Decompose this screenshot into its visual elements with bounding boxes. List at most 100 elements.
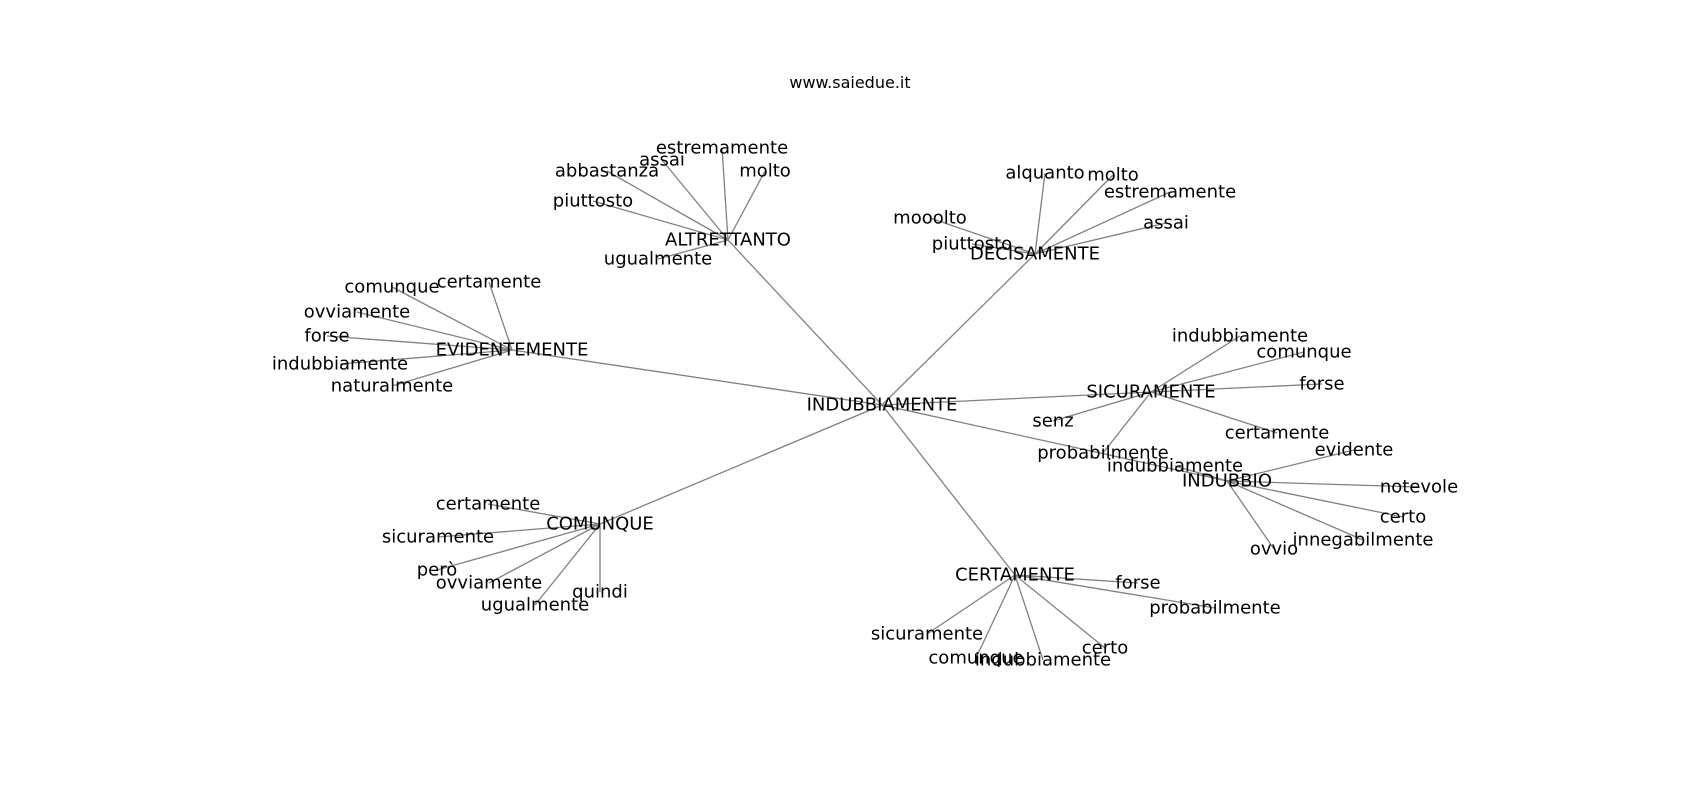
leaf-node-indubbio-0: indubbiamente [1107,456,1243,477]
leaf-node-certamente-2: sicuramente [871,624,983,645]
leaf-node-decisamente-4: piuttosto [932,234,1012,255]
leaf-node-decisamente-1: molto [1087,165,1139,186]
leaf-node-sicuramente-5: probabilmente [1037,443,1168,464]
leaf-node-altrettanto-1: assai [639,150,685,171]
edge-indubbio-leaf-0 [1174,465,1228,482]
edge-center-comunque [599,404,883,525]
hub-node-altrettanto: ALTRETTANTO [665,230,791,251]
leaf-node-evidentemente-3: forse [304,326,349,347]
edge-decisamente-leaf-4 [971,243,1036,255]
leaf-node-decisamente-0: alquanto [1005,163,1084,184]
edge-certamente-leaf-0 [1014,574,1139,584]
hub-node-indubbio: INDUBBIO [1182,471,1272,492]
leaf-node-certamente-4: indubbiamente [975,650,1111,671]
leaf-node-evidentemente-5: naturalmente [331,376,453,397]
edge-comunque-leaf-0 [487,503,601,525]
leaf-node-evidentemente-4: indubbiamente [272,354,408,375]
leaf-node-sicuramente-4: certamente [1225,423,1330,444]
edge-certamente-leaf-4 [1014,574,1044,661]
leaf-node-evidentemente-2: ovviamente [304,302,411,323]
leaf-node-decisamente-2: estremamente [1104,182,1236,203]
edge-center-decisamente [881,253,1036,406]
edge-center-altrettanto [727,239,883,406]
edge-indubbio-leaf-4 [1226,480,1364,541]
leaf-node-certamente-5: certo [1082,638,1128,659]
edge-evidentemente-leaf-2 [356,311,513,351]
leaf-node-evidentemente-0: comunque [344,277,439,298]
edge-comunque-leaf-2 [436,523,601,571]
leaf-node-altrettanto-3: molto [739,161,791,182]
edge-decisamente-leaf-5 [1034,222,1167,255]
leaf-node-certamente-3: comunque [928,648,1023,669]
leaf-node-altrettanto-2: abbastanza [555,161,659,182]
leaf-node-sicuramente-2: forse [1299,374,1344,395]
edge-altrettanto-leaf-3 [727,170,766,241]
edge-decisamente-leaf-1 [1034,174,1114,255]
edge-comunque-leaf-3 [488,523,601,584]
leaf-node-comunque-0: certamente [436,494,541,515]
edge-center-sicuramente [881,391,1152,406]
edge-certamente-leaf-1 [1014,574,1216,609]
center-node: INDUBBIAMENTE [807,395,958,416]
edge-center-indubbio [881,404,1228,482]
edge-evidentemente-leaf-4 [339,349,513,365]
leaf-node-altrettanto-4: piuttosto [553,191,633,212]
edge-decisamente-leaf-0 [1034,172,1046,255]
leaf-node-sicuramente-1: comunque [1256,342,1351,363]
graph-title: www.saiedue.it [789,73,910,92]
edge-center-certamente [881,404,1016,576]
leaf-node-comunque-4: ugualmente [481,595,589,616]
edge-indubbio-leaf-1 [1226,449,1355,482]
edge-sicuramente-leaf-4 [1150,391,1278,434]
edge-sicuramente-leaf-0 [1150,335,1241,393]
leaf-node-indubbio-2: notevole [1380,477,1458,498]
edge-indubbio-leaf-5 [1226,480,1275,550]
hub-node-decisamente: DECISAMENTE [970,244,1100,265]
edge-sicuramente-leaf-5 [1102,391,1152,454]
leaf-node-comunque-2: però [417,560,458,581]
edge-altrettanto-leaf-5 [657,239,729,260]
leaf-node-indubbio-1: evidente [1315,440,1394,461]
leaf-node-comunque-3: ovviamente [436,573,543,594]
edge-sicuramente-leaf-2 [1150,383,1323,393]
hub-node-evidentemente: EVIDENTEMENTE [436,340,589,361]
edge-evidentemente-leaf-1 [488,281,513,351]
edge-evidentemente-leaf-5 [391,349,513,387]
hub-node-comunque: COMUNQUE [546,514,654,535]
edge-sicuramente-leaf-3 [1052,391,1152,422]
edge-evidentemente-leaf-0 [391,286,513,351]
edge-center-evidentemente [511,349,883,406]
edge-certamente-leaf-3 [975,574,1016,659]
edge-indubbio-leaf-3 [1226,480,1404,518]
edge-altrettanto-leaf-1 [661,159,729,241]
edge-certamente-leaf-2 [926,574,1016,635]
leaf-node-sicuramente-3: senz [1032,411,1073,432]
edge-altrettanto-leaf-4 [592,200,729,241]
edge-evidentemente-leaf-3 [326,335,513,351]
edge-altrettanto-leaf-2 [606,170,729,241]
leaf-node-comunque-5: quindi [572,582,628,603]
leaf-node-evidentemente-1: certamente [437,272,542,293]
leaf-node-indubbio-4: innegabilmente [1293,530,1434,551]
edge-altrettanto-leaf-0 [721,147,729,241]
edge-decisamente-leaf-3 [929,217,1036,255]
leaf-node-indubbio-5: ovvio [1250,539,1298,560]
leaf-node-decisamente-3: mooolto [893,208,967,229]
leaf-node-altrettanto-0: estremamente [656,138,788,159]
leaf-node-sicuramente-0: indubbiamente [1172,326,1308,347]
leaf-node-indubbio-3: certo [1380,507,1426,528]
hub-node-sicuramente: SICURAMENTE [1086,382,1215,403]
leaf-node-certamente-0: forse [1115,573,1160,594]
edge-indubbio-leaf-2 [1226,480,1420,488]
edge-sicuramente-leaf-1 [1150,351,1305,393]
edge-comunque-leaf-4 [534,523,601,606]
leaf-node-comunque-1: sicuramente [382,527,494,548]
leaf-node-altrettanto-5: ugualmente [604,249,712,270]
edge-comunque-leaf-1 [437,523,601,538]
leaf-node-certamente-1: probabilmente [1149,598,1280,619]
edge-certamente-leaf-5 [1014,574,1106,649]
edges-layer [326,147,1420,661]
hub-node-certamente: CERTAMENTE [955,565,1075,586]
